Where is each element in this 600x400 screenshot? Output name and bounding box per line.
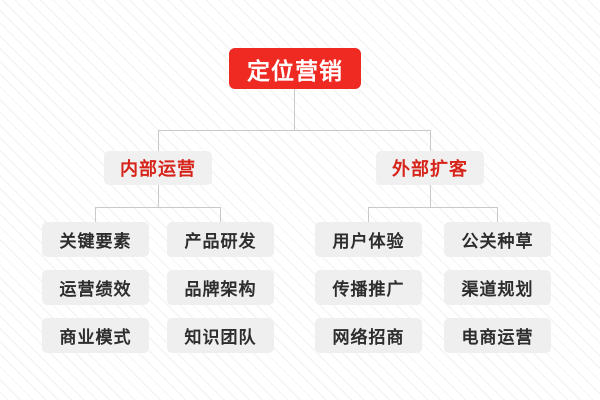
root-node[interactable]: 定位营销	[229, 48, 361, 89]
leaf-node[interactable]: 品牌架构	[167, 270, 274, 305]
connector-root-stem	[294, 89, 295, 130]
leaf-node[interactable]: 用户体验	[315, 222, 422, 257]
leaf-node[interactable]: 产品研发	[167, 222, 274, 257]
connector-branch-1-col-0	[368, 207, 369, 222]
leaf-node[interactable]: 运营绩效	[42, 270, 149, 305]
leaf-node[interactable]: 知识团队	[167, 318, 274, 353]
leaf-node[interactable]: 网络招商	[315, 318, 422, 353]
connector-branch-0-col-0	[95, 207, 96, 222]
branch-node-external-acquisition[interactable]: 外部扩客	[376, 151, 484, 185]
connector-root-bar	[158, 130, 431, 131]
connector-branch-1-bar	[368, 207, 498, 208]
connector-branch-1-stem	[430, 185, 431, 207]
leaf-node[interactable]: 公关种草	[444, 222, 551, 257]
connector-branch-0-col-1	[220, 207, 221, 222]
branch-node-internal-operations[interactable]: 内部运营	[104, 151, 212, 185]
connector-branch-0-stem	[158, 185, 159, 207]
connector-branch-0-bar	[95, 207, 221, 208]
connector-branch-0-drop	[158, 130, 159, 151]
leaf-node[interactable]: 关键要素	[42, 222, 149, 257]
leaf-node[interactable]: 电商运营	[444, 318, 551, 353]
connector-branch-1-drop	[430, 130, 431, 151]
connector-branch-1-col-1	[497, 207, 498, 222]
leaf-node[interactable]: 渠道规划	[444, 270, 551, 305]
leaf-node[interactable]: 传播推广	[315, 270, 422, 305]
leaf-node[interactable]: 商业模式	[42, 318, 149, 353]
